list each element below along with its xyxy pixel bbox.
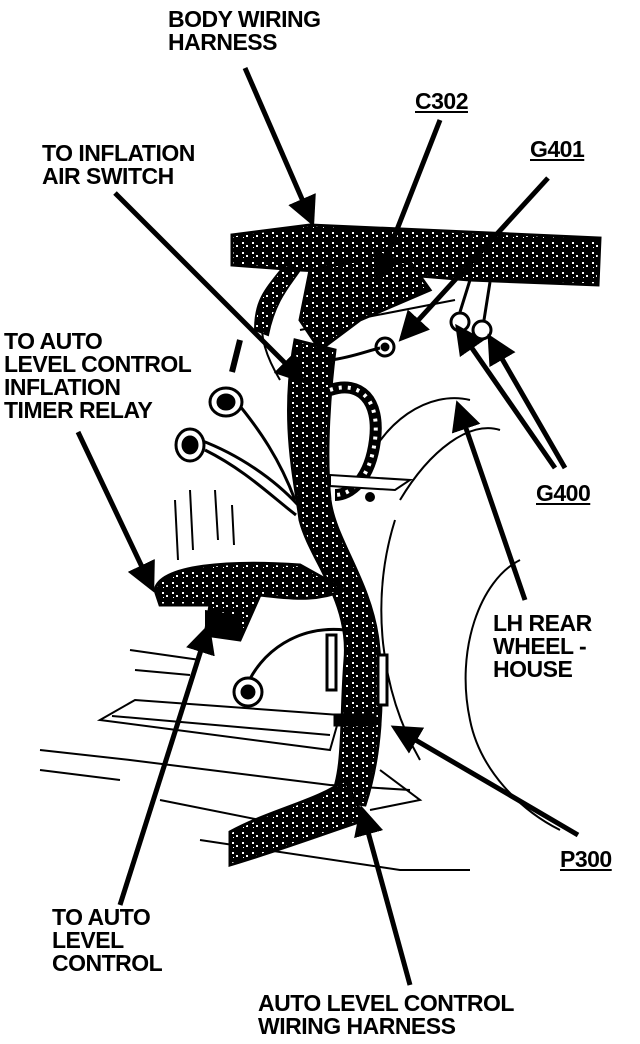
label-alc-wiring-harness: AUTO LEVEL CONTROL WIRING HARNESS [258, 990, 514, 1039]
arrow-timer-relay [75, 430, 155, 593]
label-to-inflation-air-switch: TO INFLATION AIR SWITCH [42, 140, 195, 189]
arrow-g400-b [487, 333, 568, 470]
alc-harness-trunk [228, 338, 383, 868]
arrow-g401 [398, 176, 550, 342]
arrow-to-alc [117, 623, 215, 906]
arrow-g400-a [455, 323, 558, 470]
arrow-alc-harness [354, 805, 413, 986]
label-c302: C302 [415, 88, 468, 114]
arrow-wheelhouse [451, 400, 528, 601]
label-g400: G400 [536, 480, 591, 506]
label-to-timer-relay: TO AUTO LEVEL CONTROL INFLATION TIMER RE… [4, 328, 192, 423]
label-p300: P300 [560, 846, 612, 872]
floor-outline [39, 489, 470, 871]
arrow-inflation-switch [113, 191, 306, 384]
mounting-bracket [329, 473, 414, 502]
arrow-c302 [373, 119, 443, 283]
leader-arrows [75, 67, 580, 986]
label-to-auto-level-control: TO AUTO LEVEL CONTROL [52, 904, 163, 976]
timer-relay-branch [153, 561, 349, 642]
label-lh-rear-wheelhouse: LH REAR WHEEL - HOUSE [493, 610, 592, 682]
arrow-p300 [390, 725, 580, 838]
arrow-body-harness [242, 67, 316, 227]
body-harness-bundle [229, 223, 602, 373]
label-g401: G401 [530, 136, 585, 162]
label-body-wiring-harness: BODY WIRING HARNESS [168, 6, 321, 55]
plug-connectors [174, 386, 389, 727]
